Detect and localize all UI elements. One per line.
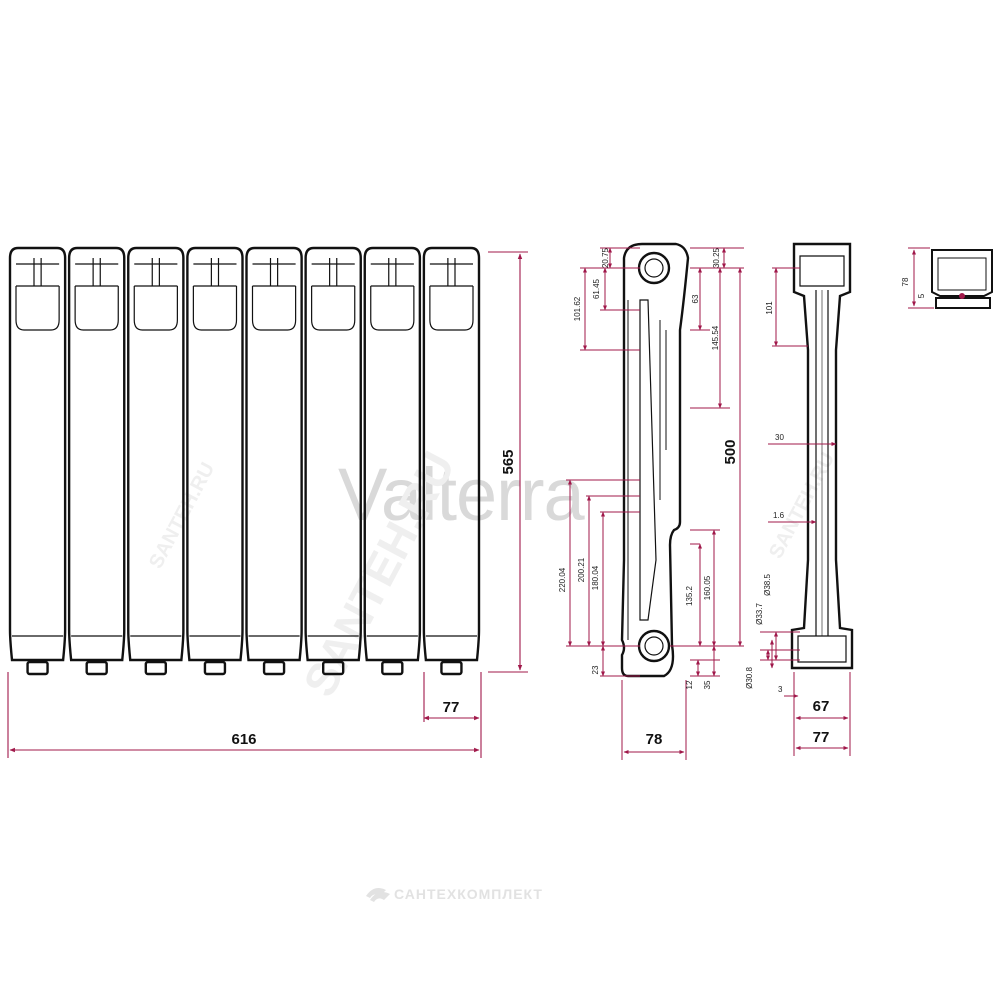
section-outline [67, 246, 126, 662]
top-dimensions [908, 247, 965, 309]
section-fin [15, 286, 60, 331]
section-outline [422, 246, 481, 662]
front-height-label: 565 [500, 449, 517, 474]
side-dimensions [566, 247, 744, 760]
section-outline [304, 246, 362, 662]
section-outer-width-label: 77 [813, 729, 830, 746]
section-view [790, 242, 854, 670]
dim-3: 3 [778, 685, 783, 694]
dim-d30-8: Ø30.8 [745, 667, 754, 689]
dim-78-top: 78 [901, 277, 910, 286]
section-fin [192, 286, 238, 331]
dim-d33-7: Ø33.7 [755, 603, 764, 625]
dim-63: 63 [691, 294, 700, 303]
section-foot [26, 660, 49, 676]
section-fin [429, 286, 474, 331]
front-width-label: 616 [231, 731, 256, 748]
section-foot [262, 660, 286, 676]
section-foot [321, 660, 345, 676]
section-foot [144, 660, 168, 676]
footer-watermark: САНТЕХКОМПЛЕКТ [394, 886, 543, 902]
dim-d38-5: Ø38.5 [763, 574, 772, 596]
center-distance-label: 500 [722, 439, 739, 464]
side-width-label: 78 [646, 731, 663, 748]
section-fin [370, 286, 415, 331]
section-outline [245, 246, 303, 662]
section-inner-width-label: 67 [813, 698, 830, 715]
section-fin [133, 286, 178, 331]
footer-logo-icon [366, 888, 390, 902]
section-foot [203, 660, 227, 676]
dim-61-45: 61.45 [592, 278, 601, 299]
section-fin [251, 286, 297, 331]
dim-30-25: 30.25 [712, 247, 721, 268]
section-outline [127, 246, 185, 662]
section-fin [311, 286, 356, 331]
section-outline [8, 246, 67, 662]
top-view [931, 249, 993, 309]
section-foot [85, 660, 108, 676]
dim-30: 30 [775, 433, 784, 442]
dim-101-62: 101.62 [573, 296, 582, 321]
section-outline [363, 246, 422, 662]
dim-5: 5 [917, 293, 926, 298]
dim-220-04: 220.04 [558, 567, 567, 592]
dim-23: 23 [591, 665, 600, 674]
dim-1-6: 1.6 [773, 511, 785, 520]
site-watermark-small: SANTEH.RU [145, 459, 219, 572]
dim-135-2: 135.2 [685, 585, 694, 606]
side-view [620, 242, 690, 678]
radiator-sections [8, 246, 481, 676]
brand-watermark: Valterra [338, 453, 585, 536]
section-outline [186, 246, 244, 662]
dim-145-54: 145.54 [711, 325, 720, 350]
section-fin [74, 286, 119, 331]
dim-200-21: 200.21 [577, 557, 586, 582]
dim-101: 101 [765, 301, 774, 315]
section-dimensions [760, 267, 851, 756]
dim-12: 12 [685, 680, 694, 689]
dim-20-75: 20.75 [601, 247, 610, 268]
dim-180-04: 180.04 [591, 565, 600, 590]
section-foot [440, 660, 463, 676]
dim-35: 35 [703, 680, 712, 689]
section-pitch-label: 77 [443, 699, 460, 716]
dim-160-05: 160.05 [703, 575, 712, 600]
front-view [8, 246, 481, 676]
section-foot [381, 660, 404, 676]
front-dimensions [7, 251, 528, 758]
